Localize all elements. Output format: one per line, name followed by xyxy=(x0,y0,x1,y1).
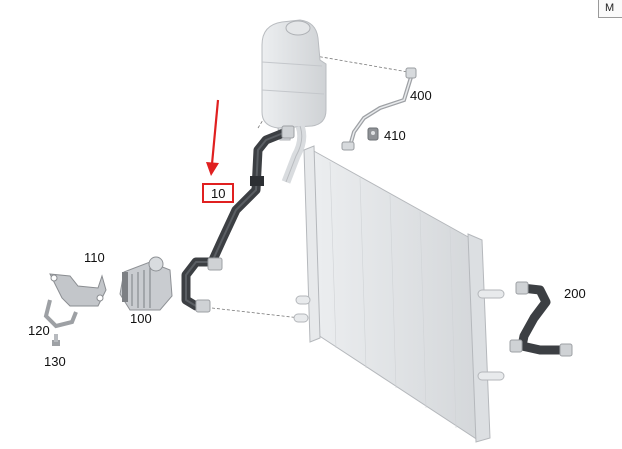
clip-410 xyxy=(367,127,379,141)
callout-110[interactable]: 110 xyxy=(84,250,105,265)
bolt-130 xyxy=(52,334,60,346)
callout-10[interactable]: 10 xyxy=(211,186,225,201)
coolant-hose-200 xyxy=(509,281,573,357)
callout-100[interactable]: 100 xyxy=(130,311,152,326)
callout-130[interactable]: 130 xyxy=(44,354,66,369)
highlight-box xyxy=(202,183,234,203)
coolant-hose-10 xyxy=(181,125,295,313)
callout-400[interactable]: 400 xyxy=(410,88,432,103)
callout-120[interactable]: 120 xyxy=(28,323,50,338)
radiator xyxy=(293,145,505,443)
pipe-400 xyxy=(341,67,417,151)
callout-200[interactable]: 200 xyxy=(564,286,586,301)
corner-menu-button[interactable]: M xyxy=(598,0,622,18)
water-pump-100 xyxy=(119,256,173,311)
highlight-arrow xyxy=(206,99,220,176)
clamp-120 xyxy=(43,299,78,329)
callout-410[interactable]: 410 xyxy=(384,128,406,143)
bracket-110 xyxy=(49,273,107,307)
